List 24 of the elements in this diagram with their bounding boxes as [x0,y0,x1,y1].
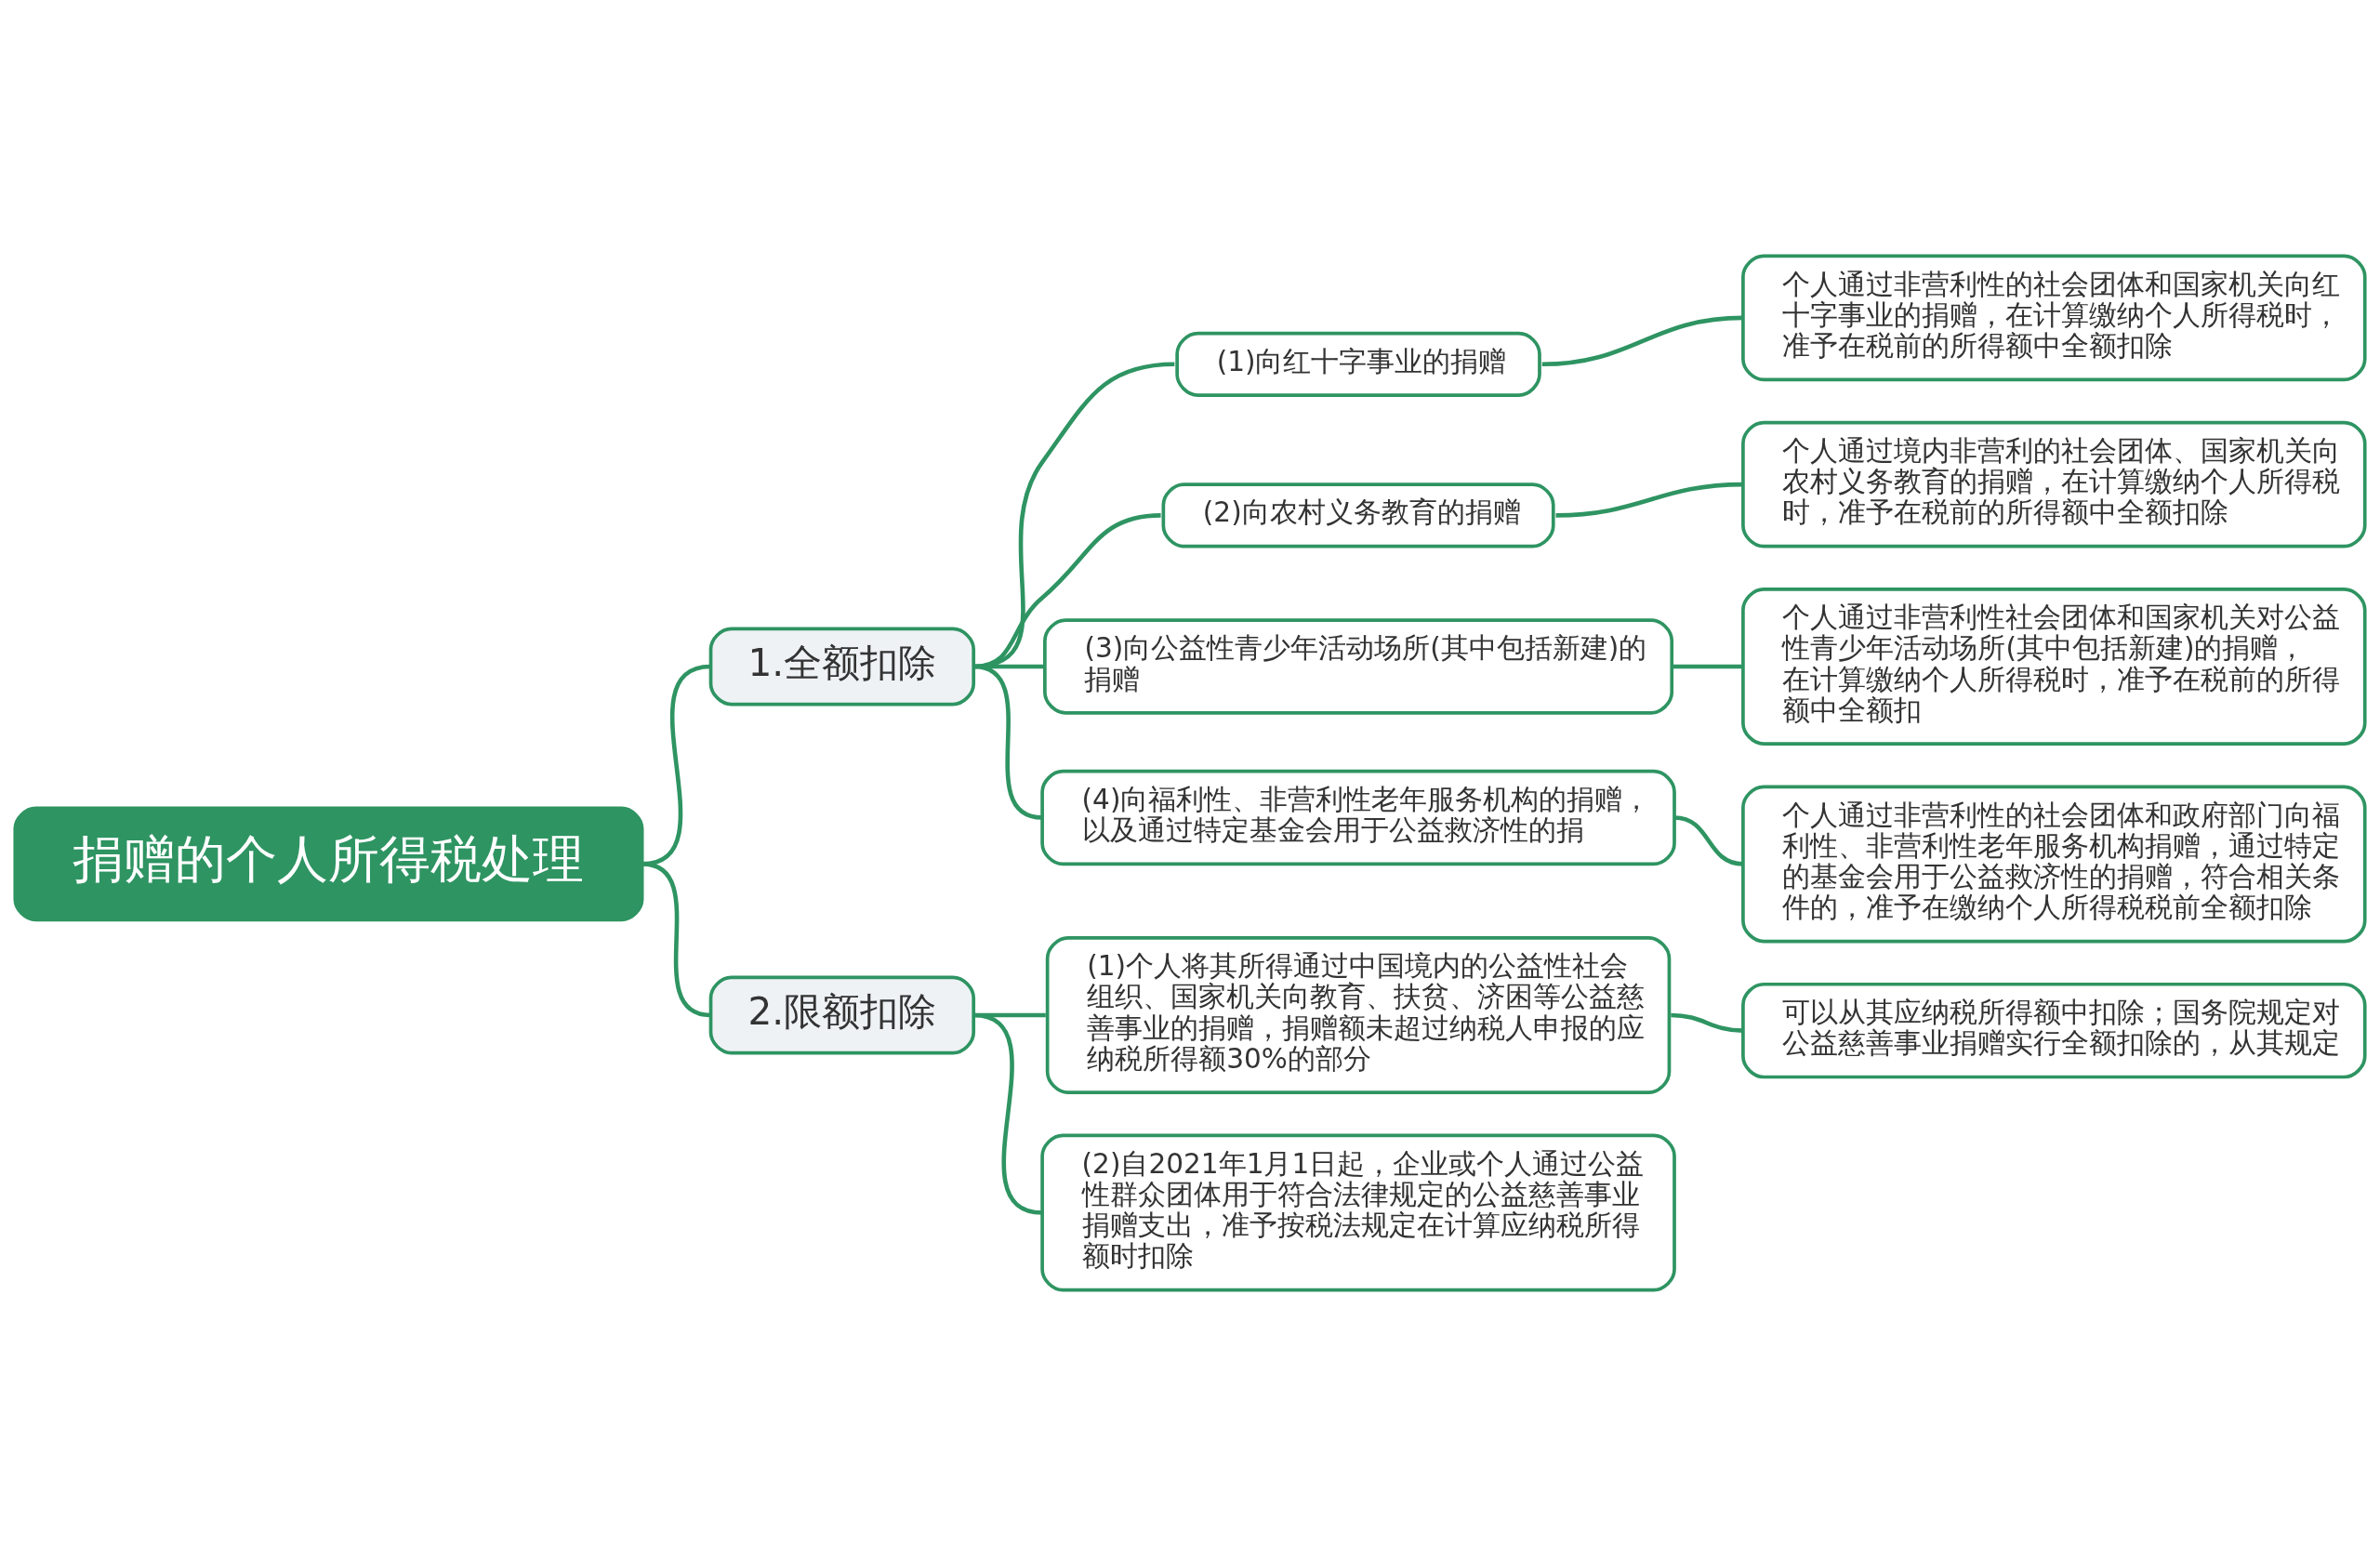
connector [1671,1012,1743,1033]
node-box: (2)自2021年1月1日起，企业或个人通过公益性群众团体用于符合法律规定的公益慈善事业捐赠支出，准予按税法规定在计算应纳税所得额时扣除 [1040,1133,1676,1292]
node-box: 1.全额扣除 [708,627,976,707]
node-box: (4)向福利性、非营利性老年服务机构的捐赠，以及通过特定基金会用于公益救济性的捐 [1040,769,1676,866]
node-box: (1)个人将其所得通过中国境内的公益性社会组织、国家机关向教育、扶贫、济困等公益慈善事业的捐赠，捐赠额未超过纳税人申报的应纳税所得额30%的部分 [1045,936,1672,1094]
connector [1555,482,1743,518]
node-box: 个人通过非营利性的社会团体和国家机关向红十字事业的捐赠，在计算缴纳个人所得税时，准予在税前的所得额中全额扣除 [1741,254,2367,382]
node-box: 可以从其应纳税所得额中扣除；国务院规定对公益慈善事业捐赠实行全额扣除的，从其规定 [1741,982,2367,1079]
connector [1673,815,1744,866]
node-box: 个人通过非营利性的社会团体和政府部门向福利性、非营利性老年服务机构捐赠，通过特定的基金会用于公益救济性的捐赠，符合相关条件的，准予在缴纳个人所得税税前全额扣除 [1741,785,2367,944]
connector [1541,315,1743,367]
connector [972,1012,1043,1215]
connector [1673,664,1743,669]
node-box: (1)向红十字事业的捐赠 [1175,331,1541,397]
connector [973,513,1161,669]
node-box: (3)向公益性青少年活动场所(其中包括新建)的捐赠 [1043,618,1674,715]
connector [641,862,711,1018]
node-box: 个人通过境内非营利的社会团体、国家机关向农村义务教育的捐赠，在计算缴纳个人所得税时，准予在税前的所得额中全额扣除 [1741,420,2367,548]
node-box: 2.限额扣除 [708,975,976,1055]
node-box: (2)向农村义务教育的捐赠 [1161,482,1555,548]
node-box: 个人通过非营利性社会团体和国家机关对公益性青少年活动场所(其中包括新建)的捐赠，在计算缴纳个人所得税时，准予在税前的所得额中全额扣 [1741,587,2367,746]
connector [972,362,1175,669]
node-box: 捐赠的个人所得税处理 [13,806,644,922]
connector [972,664,1043,820]
